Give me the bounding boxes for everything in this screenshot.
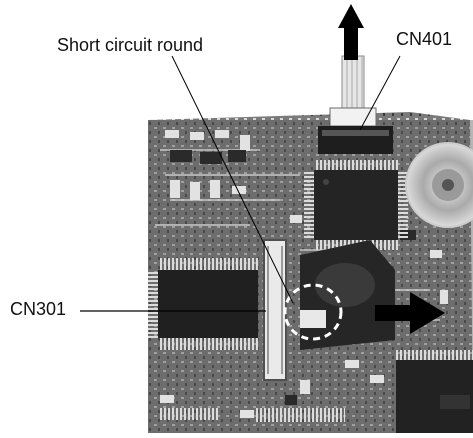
cn301-label: CN301 [10,299,67,319]
bottom-connector [158,408,345,422]
ic-chip-left [148,258,258,350]
short-circuit-marker [283,283,343,341]
leader-cn401 [359,55,401,131]
dark-module [300,240,395,350]
flex-cable [329,55,377,127]
short-circuit-label: Short circuit round [57,35,204,55]
ic-chip-bottom-right [396,350,473,433]
connector-cn301 [263,239,287,381]
arrow-right-icon [375,292,445,334]
connector-cn401 [318,126,393,154]
cn401-label: CN401 [396,29,453,49]
gear-wheel [405,142,473,228]
qfp-chip [304,160,408,250]
leader-short-circuit [171,55,294,304]
arrow-up-icon [338,4,364,60]
